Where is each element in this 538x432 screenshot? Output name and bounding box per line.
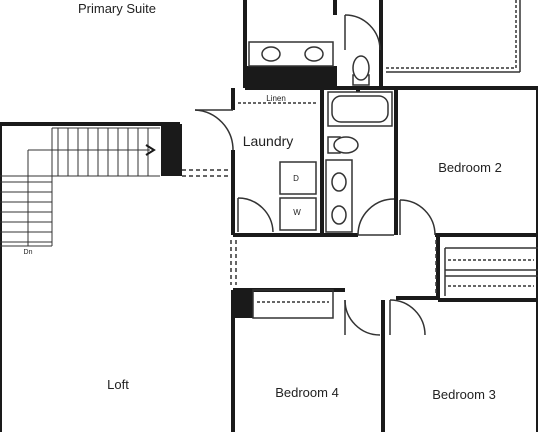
double-vanity bbox=[248, 41, 334, 67]
door-hall-bath bbox=[357, 198, 395, 236]
door-bedroom4 bbox=[344, 299, 381, 336]
staircase bbox=[0, 127, 160, 247]
hall-vanity bbox=[325, 159, 353, 233]
closet-bedroom4 bbox=[252, 289, 334, 319]
closet-shelving bbox=[386, 0, 521, 73]
wall-block-bath bbox=[245, 66, 337, 88]
hall-toilet bbox=[327, 136, 359, 154]
stair-arrow-icon bbox=[145, 144, 156, 156]
primary-toilet bbox=[352, 55, 370, 86]
wall-block-bedroom4 bbox=[233, 288, 253, 318]
door-bedroom2 bbox=[399, 199, 436, 236]
door-bedroom3 bbox=[389, 299, 426, 336]
closet-bedroom2 bbox=[444, 247, 538, 296]
bathtub bbox=[327, 91, 393, 127]
door-laundry-closet bbox=[237, 197, 274, 233]
washer-dryer bbox=[279, 161, 317, 231]
door-primary-bath bbox=[344, 14, 381, 51]
door-laundry bbox=[194, 109, 234, 151]
openings bbox=[182, 169, 437, 295]
wall-block-stair bbox=[161, 124, 180, 176]
stair-treads bbox=[0, 128, 149, 243]
